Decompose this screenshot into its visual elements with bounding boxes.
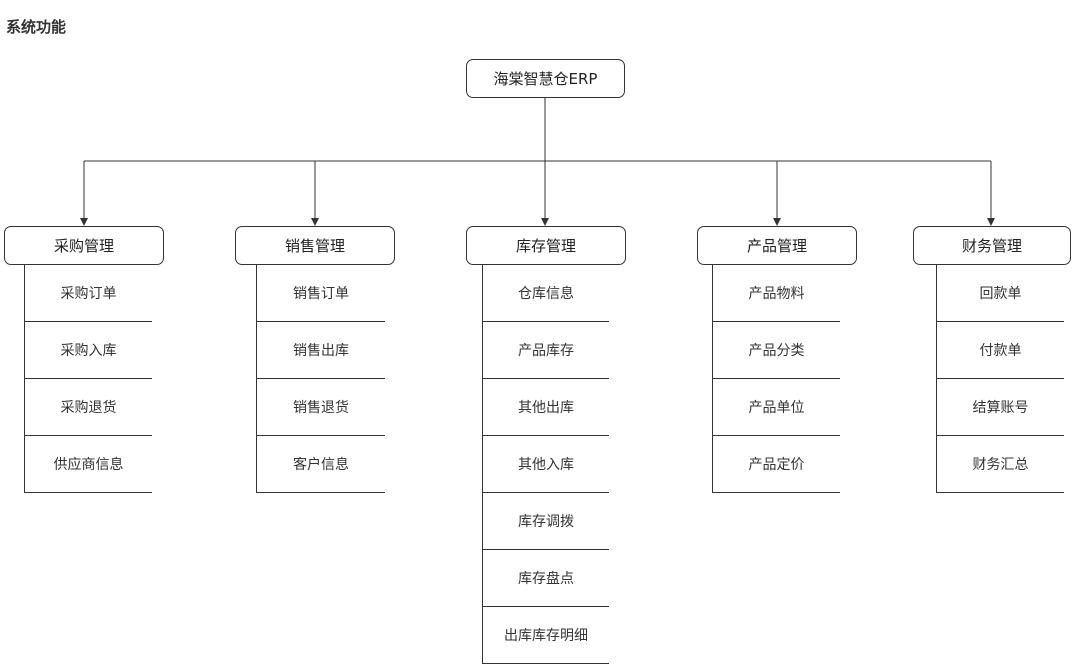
list-item: 其他出库 [483,379,609,436]
module-product: 产品管理 [697,226,857,265]
module-inventory-items: 仓库信息 产品库存 其他出库 其他入库 库存调拨 库存盘点 出库库存明细 [482,265,609,664]
list-item: 仓库信息 [483,265,609,322]
list-item: 其他入库 [483,436,609,493]
module-sales-items: 销售订单 销售出库 销售退货 客户信息 [256,265,385,493]
list-item: 财务汇总 [937,436,1064,493]
list-item: 采购入库 [25,322,152,379]
list-item: 销售出库 [257,322,385,379]
module-finance-items: 回款单 付款单 结算账号 财务汇总 [936,265,1064,493]
module-purchase: 采购管理 [4,226,164,265]
list-item: 采购订单 [25,265,152,322]
module-product-items: 产品物料 产品分类 产品单位 产品定价 [712,265,840,493]
list-item: 销售订单 [257,265,385,322]
module-purchase-items: 采购订单 采购入库 采购退货 供应商信息 [24,265,152,493]
list-item: 结算账号 [937,379,1064,436]
list-item: 产品物料 [713,265,840,322]
list-item: 供应商信息 [25,436,152,493]
list-item: 库存调拨 [483,493,609,550]
list-item: 产品单位 [713,379,840,436]
module-finance: 财务管理 [913,226,1071,265]
list-item: 回款单 [937,265,1064,322]
root-node: 海棠智慧仓ERP [466,59,625,98]
list-item: 采购退货 [25,379,152,436]
list-item: 客户信息 [257,436,385,493]
list-item: 产品分类 [713,322,840,379]
module-inventory: 库存管理 [466,226,626,265]
list-item: 出库库存明细 [483,607,609,664]
list-item: 销售退货 [257,379,385,436]
module-sales: 销售管理 [235,226,395,265]
list-item: 库存盘点 [483,550,609,607]
list-item: 付款单 [937,322,1064,379]
list-item: 产品库存 [483,322,609,379]
list-item: 产品定价 [713,436,840,493]
page-title: 系统功能 [6,18,67,36]
